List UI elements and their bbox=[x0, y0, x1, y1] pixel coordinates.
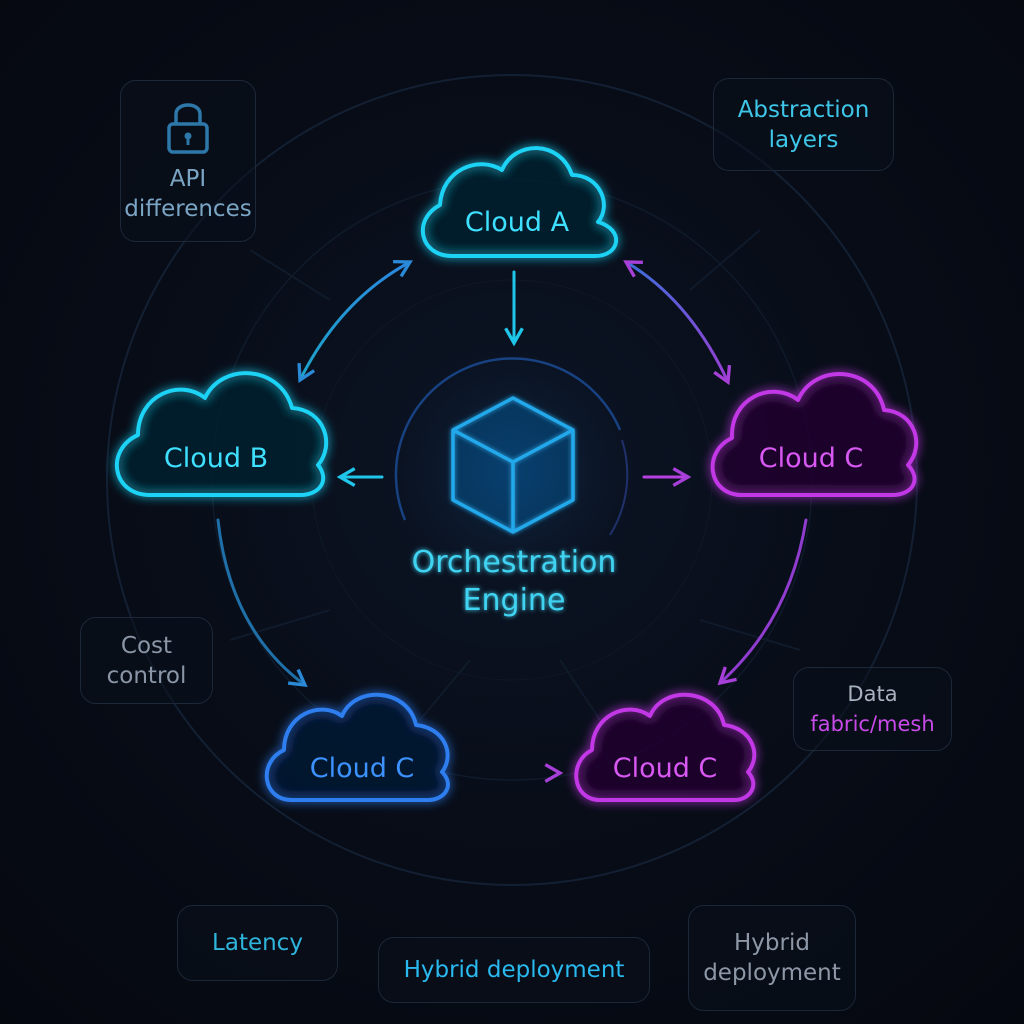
core-arc-left bbox=[394, 357, 622, 521]
cloud-c-right-label: Cloud C bbox=[759, 443, 864, 474]
callout-data-fabric-line1: Data bbox=[847, 682, 898, 706]
callout-hybrid-deployment-1-line1: Hybrid deployment bbox=[403, 957, 625, 983]
callout-latency: Latency bbox=[177, 905, 338, 981]
callout-cost-control: Cost control bbox=[80, 617, 213, 704]
cloud-b bbox=[114, 371, 329, 497]
callout-api-differences: API differences bbox=[120, 80, 256, 242]
arrow-cloud-c-right-to-cloud-c-bottom-right bbox=[717, 518, 808, 686]
arrows bbox=[216, 259, 808, 783]
cloud-c-bottom-right-label: Cloud C bbox=[613, 753, 718, 784]
callout-hybrid-deployment-2-line2: deployment bbox=[703, 960, 841, 986]
callout-data-fabric-line2: fabric/mesh bbox=[810, 712, 935, 736]
lock-icon bbox=[167, 103, 209, 154]
engine-label-line2: Engine bbox=[463, 583, 566, 618]
cloud-a bbox=[421, 146, 619, 258]
callout-abstraction-layers: Abstraction layers bbox=[713, 78, 894, 171]
callout-abstraction-layers-line1: Abstraction bbox=[737, 96, 870, 123]
callout-cost-control-line2: control bbox=[106, 662, 187, 689]
callout-data-fabric: Data fabric/mesh bbox=[793, 667, 952, 751]
callout-hybrid-deployment-1: Hybrid deployment bbox=[378, 937, 650, 1003]
engine-label-line1: Orchestration bbox=[412, 545, 617, 580]
cloud-c-bottom-right bbox=[574, 692, 757, 802]
arrow-cloud-b-to-cloud-c-bottom-left bbox=[216, 518, 308, 688]
cloud-a-label: Cloud A bbox=[465, 207, 570, 238]
callout-hybrid-deployment-2-line1: Hybrid bbox=[734, 930, 810, 956]
callout-hybrid-deployment-2: Hybrid deployment bbox=[688, 905, 856, 1011]
callout-abstraction-layers-line2: layers bbox=[768, 126, 839, 153]
cloud-b-label: Cloud B bbox=[164, 443, 268, 474]
cloud-c-bottom-left bbox=[264, 692, 450, 802]
callout-api-differences-line1: API bbox=[169, 166, 207, 192]
callout-cost-control-line1: Cost bbox=[120, 632, 173, 659]
cube-icon bbox=[451, 396, 575, 534]
core-arc-right bbox=[609, 439, 629, 536]
callout-api-differences-line2: differences bbox=[124, 196, 252, 222]
arrow-cloud-a-cloud-c-right bbox=[623, 260, 732, 386]
cloud-c-bottom-left-label: Cloud C bbox=[310, 753, 415, 784]
arrow-cloud-a-cloud-b bbox=[297, 259, 413, 384]
callout-latency-line1: Latency bbox=[212, 930, 303, 956]
cloud-c-right bbox=[710, 372, 919, 497]
